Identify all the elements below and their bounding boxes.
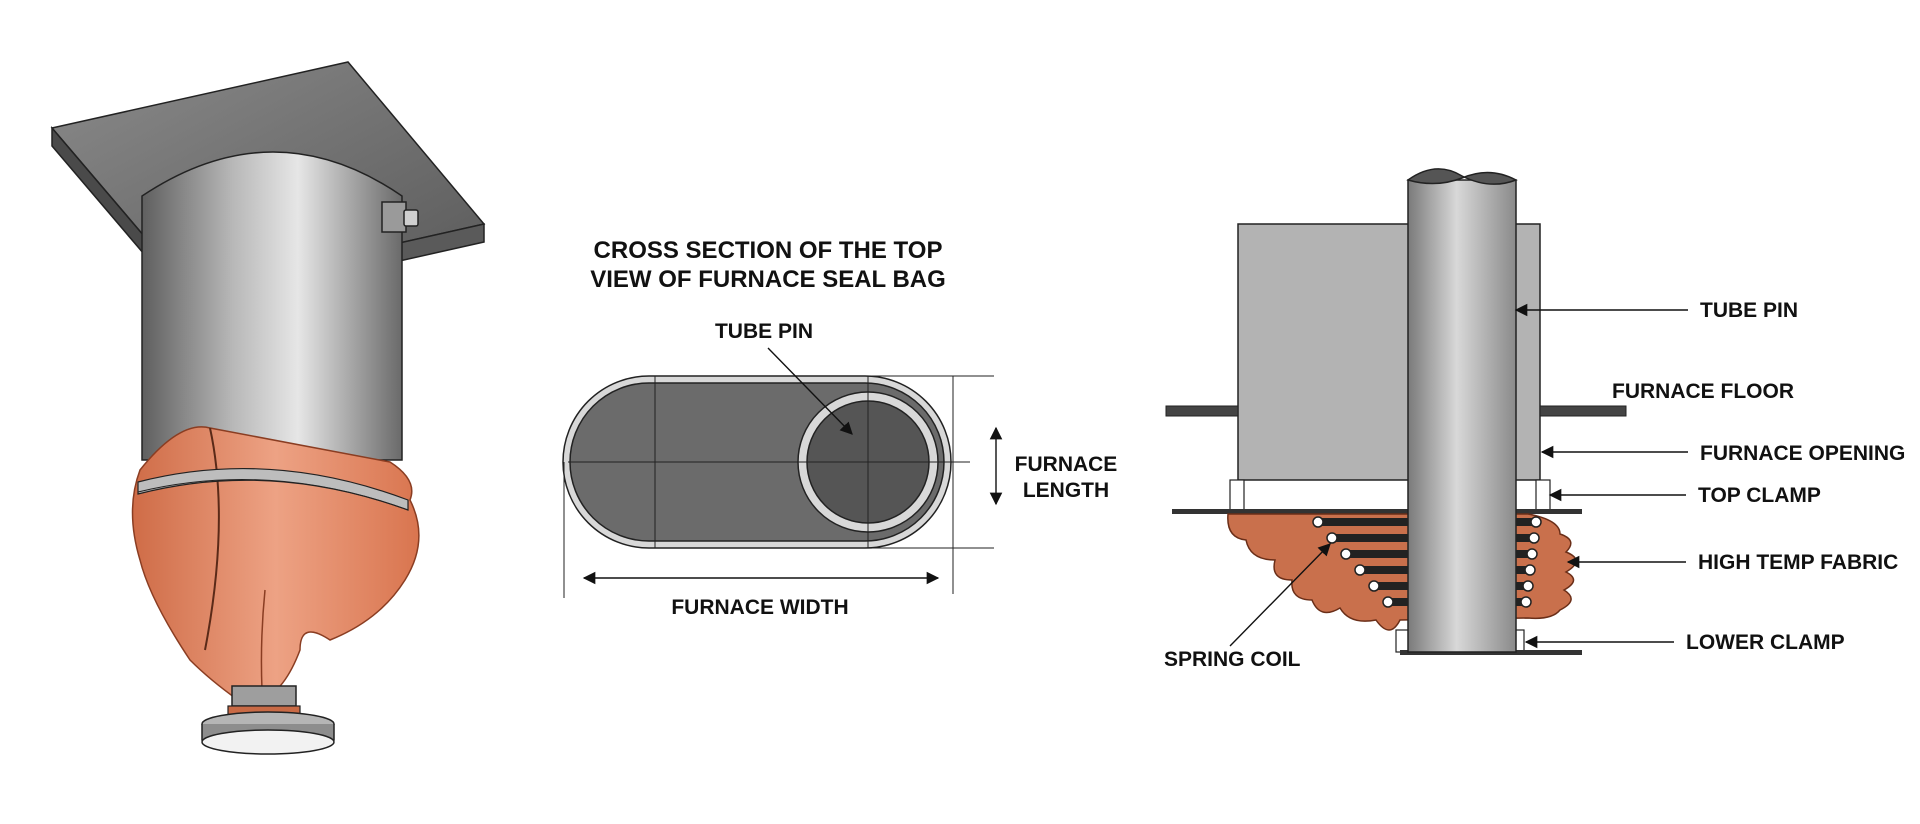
bottom-collar: [231, 685, 297, 707]
top-clamp-right: [1535, 479, 1551, 511]
side-tube-pin-label: TUBE PIN: [1700, 299, 1798, 322]
cross-section-diagram: CROSS SECTION OF THE TOP VIEW OF FURNACE…: [562, 237, 1118, 619]
furnace-opening-label: FURNACE OPENING: [1700, 442, 1905, 465]
seal-bag-3d-illustration: [50, 61, 486, 755]
tube-pin-pipe: [1407, 179, 1517, 653]
top-clamp-plate: [1172, 509, 1582, 514]
cylinder-body: [141, 151, 403, 461]
fabric-fold: [260, 589, 266, 691]
clamp-band: [137, 479, 409, 511]
fabric-fold: [204, 427, 220, 651]
spring-coil-leader: [1229, 543, 1331, 647]
furnace-floor-bar-right: [1539, 405, 1627, 417]
base-foot-bottom: [201, 729, 335, 755]
furnace-length-label-line1: FURNACE: [1015, 453, 1118, 476]
furnace-floor-label: FURNACE FLOOR: [1612, 380, 1794, 403]
fabric-bag: [131, 426, 420, 701]
tube-pin-pipe-top: [1406, 168, 1518, 185]
lower-clamp-label: LOWER CLAMP: [1686, 631, 1845, 654]
spring-coil-label: SPRING COIL: [1164, 648, 1301, 671]
furnace-width-label: FURNACE WIDTH: [671, 596, 848, 619]
cross-section-tube-pin-label: TUBE PIN: [715, 320, 813, 343]
cross-section-title-line1: CROSS SECTION OF THE TOP: [594, 237, 943, 264]
side-view-diagram: TUBE PIN FURNACE FLOOR FURNACE OPENING T…: [1164, 168, 1905, 671]
high-temp-fabric-label: HIGH TEMP FABRIC: [1698, 551, 1898, 574]
furnace-length-label-line2: LENGTH: [1023, 479, 1109, 502]
bolt-fitting-icon: [381, 201, 419, 233]
tube-pin-leader-arrow: [767, 347, 853, 435]
top-clamp-label: TOP CLAMP: [1698, 484, 1821, 507]
top-clamp-left: [1229, 479, 1245, 511]
furnace-floor-bar-left: [1165, 405, 1239, 417]
cross-section-title-line2: VIEW OF FURNACE SEAL BAG: [590, 266, 946, 293]
